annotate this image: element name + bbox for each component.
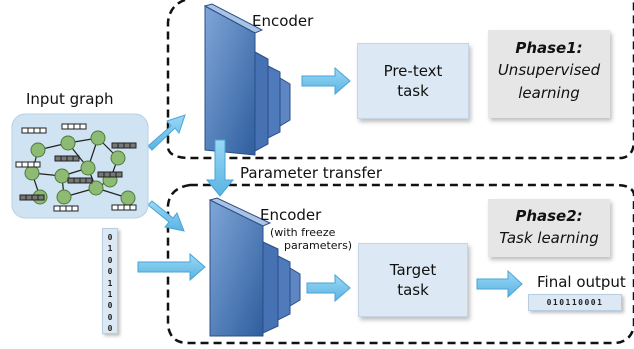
pretext-task-line2: task [397, 82, 429, 100]
phase1-dashed-region [166, 0, 634, 160]
target-task-line2: task [397, 281, 429, 299]
pretext-task-line1: Pre-text [383, 62, 443, 80]
target-task-box: Target task [358, 243, 468, 317]
feature-vector [97, 171, 123, 178]
input-bit: 0 [107, 233, 113, 242]
phase1-box: Phase1: Unsupervised learning [488, 30, 610, 118]
encoder-top-layers [203, 3, 291, 156]
graph-node [88, 180, 104, 196]
graph-node [24, 165, 40, 181]
graph-node [56, 189, 72, 205]
encoder-bottom-layers [208, 197, 301, 337]
encoder-freeze-note-1: (with freeze [270, 226, 336, 239]
graph-node [30, 142, 46, 158]
encoder-freeze-note-2: parameters) [284, 239, 353, 252]
feature-vector [67, 177, 93, 184]
arrow-parameter-transfer [205, 139, 235, 197]
input-bit-vector: 0 1 0 0 1 1 0 0 0 [102, 228, 118, 334]
graph-node [90, 130, 106, 146]
input-bit: 0 [107, 255, 113, 265]
graph-node [60, 135, 76, 151]
graph-node [54, 168, 70, 184]
final-output-label: Final output [537, 273, 626, 291]
feature-vector [19, 194, 45, 201]
phase2-line1: Task learning [499, 229, 599, 247]
input-bit: 0 [107, 312, 113, 322]
arrow-encoder-to-pretext [301, 66, 351, 96]
phase2-dashed-region [166, 183, 634, 345]
feature-vector [54, 155, 80, 162]
phase2-title: Phase2: [515, 207, 583, 225]
input-bit: 0 [107, 267, 113, 277]
arrow-encoder-to-target [306, 273, 351, 303]
parameter-transfer-label: Parameter transfer [240, 164, 383, 182]
graph-node [80, 160, 96, 176]
input-bit: 1 [107, 278, 113, 288]
graph-node [120, 190, 136, 206]
encoder-bottom-label: Encoder [260, 206, 322, 224]
arrow-graph-to-encoder-top [147, 114, 186, 151]
feature-vector [111, 204, 137, 211]
pretext-task-box: Pre-text task [357, 43, 469, 119]
graph-node [110, 150, 126, 166]
input-bit: 1 [107, 244, 113, 254]
arrow-graph-to-encoder-bottom [147, 200, 185, 232]
input-bit: 0 [107, 301, 113, 311]
output-bit-vector: 010110001 [528, 294, 622, 311]
input-graph-panel [11, 113, 149, 219]
phase1-line2: learning [518, 84, 580, 102]
arrow-target-to-output [476, 269, 523, 299]
arrow-bits-to-encoder [137, 252, 206, 282]
phase1-title: Phase1: [515, 39, 583, 57]
encoder-top-label: Encoder [252, 12, 314, 30]
feature-vector [111, 142, 137, 149]
phase1-line1: Unsupervised [497, 61, 601, 79]
target-task-line1: Target [389, 261, 437, 279]
phase2-box: Phase2: Task learning [488, 199, 610, 257]
feature-vector [61, 123, 87, 130]
feature-vector [21, 127, 47, 134]
input-bit: 0 [107, 324, 113, 334]
input-graph-label: Input graph [26, 90, 114, 108]
input-bit: 1 [107, 290, 113, 300]
feature-vector [53, 205, 79, 212]
feature-vector [15, 161, 41, 168]
